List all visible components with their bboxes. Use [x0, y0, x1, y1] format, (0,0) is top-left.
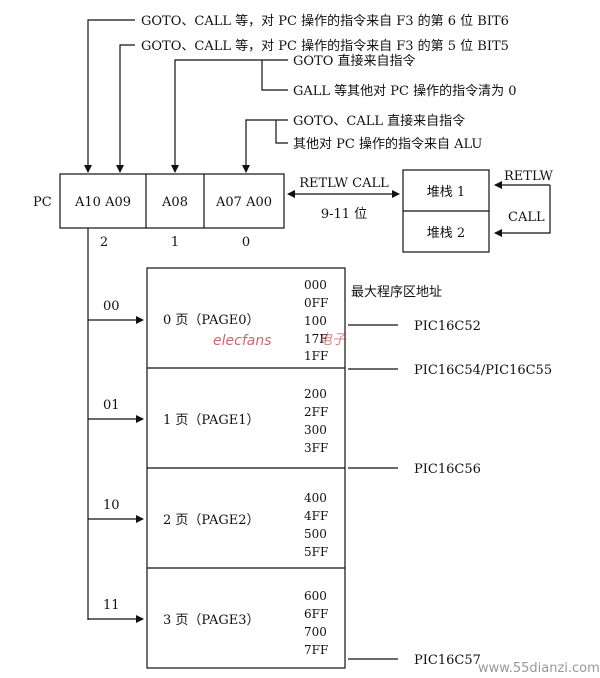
page-1-name: 1 页（PAGE1） — [163, 413, 260, 428]
page-select-11: 11 — [103, 598, 120, 613]
stack-level-2: 堆栈 2 — [427, 226, 465, 241]
addr-700: 700 — [304, 625, 327, 639]
page-select-00: 00 — [103, 299, 120, 314]
bracket-low — [275, 120, 288, 144]
addr-100: 100 — [304, 314, 327, 328]
pc-index-2: 2 — [100, 235, 108, 250]
pc-index-0: 0 — [242, 235, 250, 250]
page-select-10: 10 — [103, 498, 120, 513]
addr-2ff: 2FF — [304, 405, 328, 419]
watermark-url: www.55dianzi.com — [478, 661, 600, 676]
addr-6ff: 6FF — [304, 607, 328, 621]
addr-000: 000 — [304, 278, 327, 292]
watermark-brand: 电子 — [318, 332, 347, 348]
chip-pic16c56: PIC16C56 — [414, 462, 481, 477]
max-address-label: 最大程序区地址 — [351, 285, 442, 300]
pc-cell-low: A07 A00 — [215, 195, 272, 210]
arrow-low — [242, 119, 288, 173]
addr-3ff: 3FF — [304, 441, 328, 455]
addr-200: 200 — [304, 387, 327, 401]
addr-5ff: 5FF — [304, 545, 328, 559]
addr-1ff: 1FF — [304, 349, 328, 363]
watermark-logo: elecfans — [213, 333, 272, 349]
pc-register-outline — [59, 173, 285, 229]
annotation-low-goto: GOTO、CALL 直接来自指令 — [293, 113, 465, 129]
arrow-bit5 — [116, 44, 135, 173]
addr-400: 400 — [304, 491, 327, 505]
page-3-name: 3 页（PAGE3） — [163, 613, 260, 628]
arrow-bit6 — [84, 19, 135, 173]
annotation-a08-other: GALL 等其他对 PC 操作的指令清为 0 — [293, 83, 517, 99]
addr-4ff: 4FF — [304, 509, 328, 523]
connector-lines — [59, 19, 551, 669]
chip-pic16c57: PIC16C57 — [414, 653, 481, 668]
stack-link-label: RETLW CALL — [299, 176, 389, 191]
addr-600: 600 — [304, 589, 327, 603]
page-select-01: 01 — [103, 398, 120, 413]
bracket-a08 — [261, 60, 288, 91]
arrow-a08 — [171, 59, 288, 173]
pc-label: PC — [33, 195, 52, 210]
pc-cell-a08: A08 — [161, 195, 188, 210]
stack-retlw-label: RETLW — [504, 169, 553, 184]
annotation-bit5: GOTO、CALL 等，对 PC 操作的指令来自 F3 的第 5 位 BIT5 — [141, 38, 509, 54]
arrow-call — [494, 185, 551, 237]
pc-cell-high: A10 A09 — [74, 195, 131, 210]
annotation-low-alu: 其他对 PC 操作的指令来自 ALU — [293, 136, 482, 152]
addr-17f: 17F — [304, 332, 328, 346]
annotation-a08-goto: GOTO 直接来自指令 — [293, 53, 416, 69]
chip-pic16c54-55: PIC16C54/PIC16C55 — [414, 363, 552, 378]
stack-level-1: 堆栈 1 — [427, 185, 465, 200]
stack-width-label: 9-11 位 — [321, 207, 367, 222]
page-0-name: 0 页（PAGE0） — [163, 313, 260, 328]
addr-300: 300 — [304, 423, 327, 437]
chip-pic16c52: PIC16C52 — [414, 319, 481, 334]
page-2-name: 2 页（PAGE2） — [163, 513, 260, 528]
addr-500: 500 — [304, 527, 327, 541]
stack-call-label: CALL — [508, 210, 545, 225]
addr-7ff: 7FF — [304, 643, 328, 657]
pc-index-1: 1 — [171, 235, 179, 250]
addr-0ff: 0FF — [304, 296, 328, 310]
annotation-bit6: GOTO、CALL 等，对 PC 操作的指令来自 F3 的第 6 位 BIT6 — [141, 13, 509, 29]
